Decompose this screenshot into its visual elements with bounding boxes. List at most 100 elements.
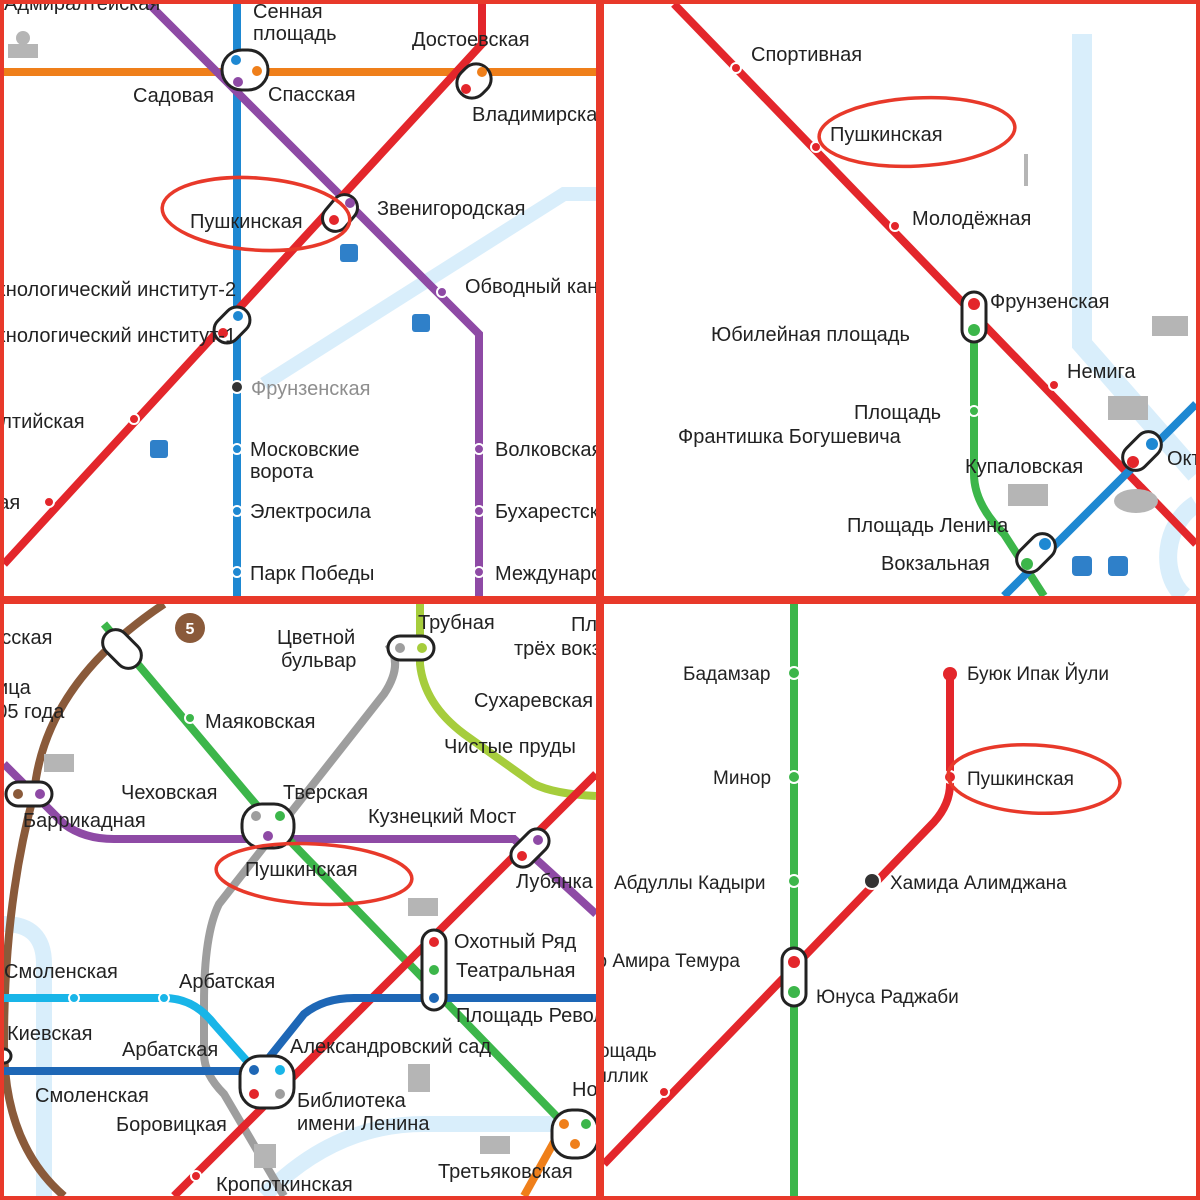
label-tverskaya: Тверская	[283, 782, 368, 804]
label-mezhdunarodnaya: Международная	[495, 563, 596, 585]
label-abdully-kadyri: Абдуллы Кадыри	[614, 873, 766, 894]
label-narvskaya: Нарвская	[4, 492, 20, 514]
line-lightgreen	[416, 604, 596, 800]
label-teatralnaya: Театральная	[456, 960, 575, 982]
line-red	[604, 674, 954, 1167]
interchange-biblioteka[interactable]	[238, 1054, 296, 1110]
highlight-circle	[817, 95, 1017, 169]
label-biblioteka-2: имени Ленина	[297, 1113, 430, 1135]
line-red	[671, 4, 1196, 547]
monument-icon	[44, 754, 74, 772]
label-ploshchad-lenina: Площадь Ленина	[847, 515, 1009, 537]
label-kuznetsky: Кузнецкий Мост	[368, 806, 516, 828]
line-darkblue	[260, 994, 596, 1067]
highlight-circle	[214, 841, 414, 907]
label-spasskaya: Спасская	[268, 84, 356, 106]
label-pushkinskaya: Пушкинская	[967, 769, 1074, 790]
label-tri-vokzala-1: Площадь	[571, 614, 596, 636]
label-sadovaya: Садовая	[133, 85, 214, 107]
bus-station-icon	[1108, 556, 1128, 576]
label-badamzar: Бадамзар	[683, 664, 770, 685]
label-novokuznetskaya: Новокузнецкая	[572, 1079, 596, 1101]
label-yunusa: Юнуса Раджаби	[816, 987, 959, 1008]
label-trubnaya: Трубная	[418, 612, 495, 634]
train-station-icon	[1072, 556, 1092, 576]
line-brown	[4, 604, 167, 1196]
train-station-icon	[150, 440, 168, 458]
line-purple	[4, 761, 596, 917]
label-arbatskaya-1: Арбатская	[179, 971, 275, 993]
cathedral-icon	[8, 31, 38, 58]
label-moskovskie-vorota-2: ворота	[250, 461, 314, 483]
map-minsk: Спортивная Пушкинская Молодёжная Фрунзен…	[671, 4, 1196, 596]
label-pushkinskaya: Пушкинская	[830, 124, 943, 146]
interchange-novokuznetskaya[interactable]	[550, 1108, 596, 1160]
label-minor: Минор	[713, 768, 771, 789]
label-chekhovskaya: Чеховская	[121, 782, 217, 804]
label-vladimirskaya: Владимирская	[472, 104, 596, 126]
map-panel-tashkent[interactable]: Бадамзар Буюк Ипак Йули Пушкинская Минор…	[604, 604, 1196, 1196]
bus-station-icon	[412, 314, 430, 332]
label-arbatskaya-2: Арбатская	[122, 1039, 218, 1061]
label-chistye-prudy: Чистые пруды	[444, 736, 576, 758]
gallery-icon	[480, 1136, 510, 1154]
label-ploshchad-f-2: Франтишка Богушевича	[678, 426, 902, 448]
interchange-trubnaya[interactable]	[386, 634, 436, 662]
line-green	[970, 304, 1048, 596]
line-5-badge[interactable]	[175, 613, 205, 643]
label-sukharevskaya: Сухаревская	[474, 690, 593, 712]
label-oktyabrskaya: Октябрьская	[1167, 448, 1196, 470]
interchange-vokzalnaya[interactable]	[1011, 528, 1060, 577]
label-kropotkinskaya: Кропоткинская	[216, 1174, 353, 1196]
highlight-circle	[160, 175, 352, 253]
label-biblioteka-1: Библиотека	[297, 1090, 407, 1112]
church-icon	[1108, 396, 1148, 420]
label-moskovskie-vorota-1: Московские	[250, 439, 360, 461]
label-baltiyskaya: Балтийская	[4, 411, 85, 433]
map-panel-spb[interactable]: Адмиралтейская Сенная площадь Достоевска…	[4, 4, 596, 596]
water	[260, 187, 596, 390]
label-nemiga: Немига	[1067, 361, 1136, 383]
interchange-frunzenskaya[interactable]	[960, 290, 988, 344]
label-park-pobedy: Парк Победы	[250, 563, 374, 585]
stadium-icon	[1114, 489, 1158, 513]
label-ulitsa-1905-2: 1905 года	[4, 701, 65, 723]
label-tekh2: Технологический институт-2	[4, 279, 236, 301]
label-admiralteyskaya: Адмиралтейская	[4, 4, 160, 15]
label-tekh1: Технологический институт-1	[4, 325, 236, 347]
label-tsvetnoy-1: Цветной	[277, 627, 355, 649]
terminal-station	[943, 667, 957, 681]
label-bukharestskaya: Бухарестская	[495, 501, 596, 523]
highlight-circle	[946, 742, 1122, 816]
line-5-number: 5	[186, 621, 195, 638]
label-molodezhnaya: Молодёжная	[912, 208, 1031, 230]
label-mayakovskaya: Маяковская	[205, 711, 315, 733]
interchange-belorusskaya[interactable]	[97, 624, 146, 673]
water	[258, 1116, 596, 1196]
label-pushkinskaya: Пушкинская	[245, 859, 358, 881]
interchange-amir-temur[interactable]	[780, 946, 808, 1008]
map-tashkent: Бадамзар Буюк Ипак Йули Пушкинская Минор…	[604, 604, 1122, 1196]
label-ulitsa-1905-1: Улица	[4, 677, 32, 699]
train-station-icon	[340, 244, 358, 262]
map-panel-moscow[interactable]: 5 Белорусская Улица 1905 года Цветной бу…	[4, 604, 596, 1196]
label-dostoevskaya: Достоевская	[412, 29, 530, 51]
label-smolenskaya-2: Смоленская	[35, 1085, 149, 1107]
map-panel-minsk[interactable]: Спортивная Пушкинская Молодёжная Фрунзен…	[604, 4, 1196, 596]
label-ploshchad-rev: Площадь Революции	[456, 1005, 596, 1027]
interchange-barrikadnaya[interactable]	[4, 780, 54, 808]
map-spb: Адмиралтейская Сенная площадь Достоевска…	[4, 4, 596, 596]
label-kievskaya: Киевская	[7, 1023, 93, 1045]
interchange-pushkinskaya[interactable]	[317, 189, 363, 236]
label-tri-vokzala-2: трёх вокзалов	[514, 638, 596, 660]
water	[1159, 496, 1196, 596]
interchange-pushkinskaya[interactable]	[240, 802, 296, 850]
water	[1072, 34, 1196, 481]
label-pushkinskaya: Пушкинская	[190, 211, 303, 233]
label-sportivnaya: Спортивная	[751, 44, 862, 66]
label-barrikadnaya: Баррикадная	[23, 810, 146, 832]
map-moscow: 5 Белорусская Улица 1905 года Цветной бу…	[4, 604, 596, 1196]
label-vokzalnaya: Вокзальная	[881, 553, 990, 575]
label-sennaya-2: площадь	[253, 23, 337, 45]
label-frunzenskaya: Фрунзенская	[251, 378, 370, 400]
